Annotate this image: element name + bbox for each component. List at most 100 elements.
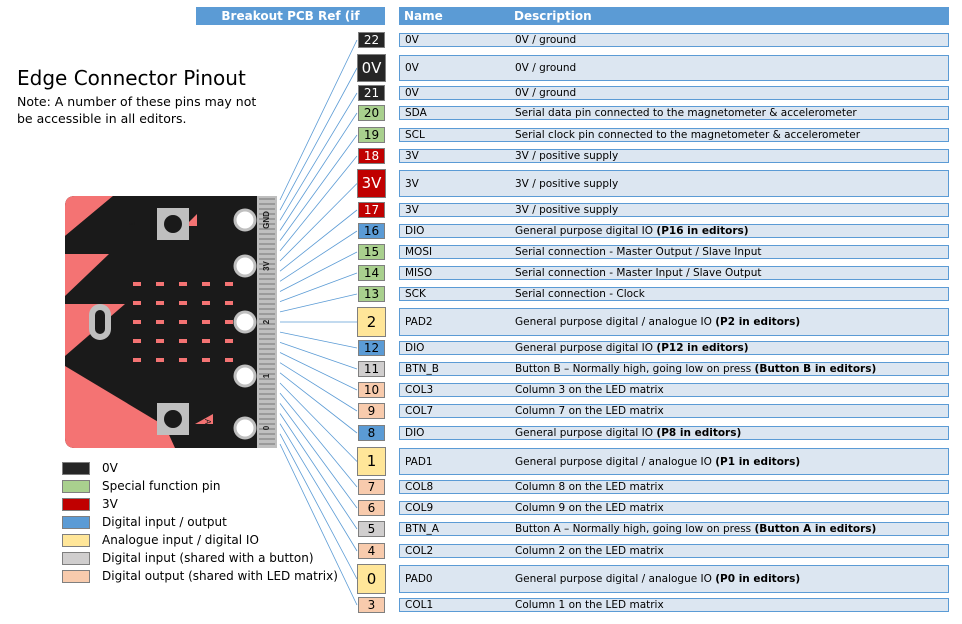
connector-line xyxy=(279,230,358,282)
edge-finger xyxy=(259,288,275,290)
edge-pad xyxy=(233,364,257,388)
led xyxy=(202,320,210,324)
legend-swatch xyxy=(62,480,90,493)
pin-description: 3V / positive supply xyxy=(515,150,619,162)
edge-finger xyxy=(259,423,275,425)
edge-finger xyxy=(259,358,275,360)
edge-label: 3V xyxy=(262,260,271,270)
edge-finger xyxy=(259,333,275,335)
pin-name: 3V xyxy=(405,150,419,162)
pin-ref-badge: 20 xyxy=(358,105,385,121)
connector-line xyxy=(279,433,358,580)
pin-ref-badge: 3V xyxy=(357,169,386,198)
pin-row: SCK Serial connection - Clock xyxy=(399,287,949,301)
pin-ref-badge: 10 xyxy=(358,382,385,398)
edge-finger xyxy=(259,353,275,355)
pin-ref-badge: 17 xyxy=(358,202,385,218)
pin-name: PAD0 xyxy=(405,573,433,585)
pin-description: Serial data pin connected to the magneto… xyxy=(515,107,857,119)
edge-finger xyxy=(259,198,275,200)
pin-description: General purpose digital / analogue IO (P… xyxy=(515,573,801,585)
connector-line xyxy=(279,443,358,606)
pin-name: MISO xyxy=(405,267,433,279)
legend-swatch xyxy=(62,552,90,565)
connector-line xyxy=(279,372,358,434)
pin-name: BTN_B xyxy=(405,363,439,375)
pin-description: Column 3 on the LED matrix xyxy=(515,384,664,396)
edge-finger xyxy=(259,428,275,430)
legend-label: Digital output (shared with LED matrix) xyxy=(102,569,338,583)
header-bar: Name Description xyxy=(399,7,949,25)
connector-line xyxy=(279,67,358,211)
edge-finger xyxy=(259,223,275,225)
pin-description: General purpose digital IO (P8 in editor… xyxy=(515,427,742,439)
header-description: Description xyxy=(514,9,592,23)
connector-line xyxy=(279,341,358,370)
edge-finger xyxy=(259,213,275,215)
connector-line xyxy=(279,392,358,488)
pin-description: Serial connection - Clock xyxy=(515,288,645,300)
legend-swatch xyxy=(62,534,90,547)
edge-label: 0 xyxy=(262,425,271,430)
led xyxy=(179,282,187,286)
edge-finger xyxy=(259,233,275,235)
pin-row: SDA Serial data pin connected to the magn… xyxy=(399,106,949,120)
edge-finger xyxy=(259,203,275,205)
pin-description: 3V / positive supply xyxy=(515,177,619,190)
pin-name: 0V xyxy=(405,87,419,99)
pin-ref-badge: 15 xyxy=(358,244,385,260)
edge-finger xyxy=(259,268,275,270)
connector-line xyxy=(279,272,358,303)
pin-description: 0V / ground xyxy=(515,62,577,74)
led xyxy=(156,320,164,324)
led-matrix xyxy=(133,282,233,362)
pin-ref-badge: 0 xyxy=(357,564,386,594)
pin-name: COL8 xyxy=(405,481,434,493)
pin-name: COL1 xyxy=(405,599,434,611)
pin-description: Button B – Normally high, going low on p… xyxy=(515,363,877,375)
pin-description: General purpose digital IO (P12 in edito… xyxy=(515,342,749,354)
pin-description: Serial connection - Master Output / Slav… xyxy=(515,246,762,258)
edge-finger xyxy=(259,283,275,285)
pin-ref-badge: 0V xyxy=(357,54,386,82)
edge-finger xyxy=(259,253,275,255)
pin-name: PAD1 xyxy=(405,455,433,468)
edge-pad xyxy=(233,254,257,278)
pin-name: SDA xyxy=(405,107,427,119)
led xyxy=(133,320,141,324)
led xyxy=(179,301,187,305)
edge-finger xyxy=(259,308,275,310)
connector-line xyxy=(279,39,358,201)
legend-swatch xyxy=(62,570,90,583)
pin-description: Column 1 on the LED matrix xyxy=(515,599,664,611)
legend-label: Digital input (shared with a button) xyxy=(102,551,314,565)
edge-pad xyxy=(233,208,257,232)
edge-finger xyxy=(259,348,275,350)
pin-name: SCL xyxy=(405,129,425,141)
edge-finger xyxy=(259,208,275,210)
led xyxy=(156,282,164,286)
pin-name: COL7 xyxy=(405,405,434,417)
pin-row: PAD0 General purpose digital / analogue I… xyxy=(399,565,949,593)
pin-description: Button A – Normally high, going low on p… xyxy=(515,523,877,535)
pin-description: 3V / positive supply xyxy=(515,204,619,216)
edge-finger xyxy=(259,303,275,305)
pin-ref-badge: 18 xyxy=(358,148,385,164)
pin-description: Column 2 on the LED matrix xyxy=(515,545,664,557)
pin-name: SCK xyxy=(405,288,426,300)
connector-line xyxy=(279,362,358,412)
edge-finger xyxy=(259,313,275,315)
pin-row: 3V 3V / positive supply xyxy=(399,149,949,163)
legend-label: Digital input / output xyxy=(102,515,227,529)
